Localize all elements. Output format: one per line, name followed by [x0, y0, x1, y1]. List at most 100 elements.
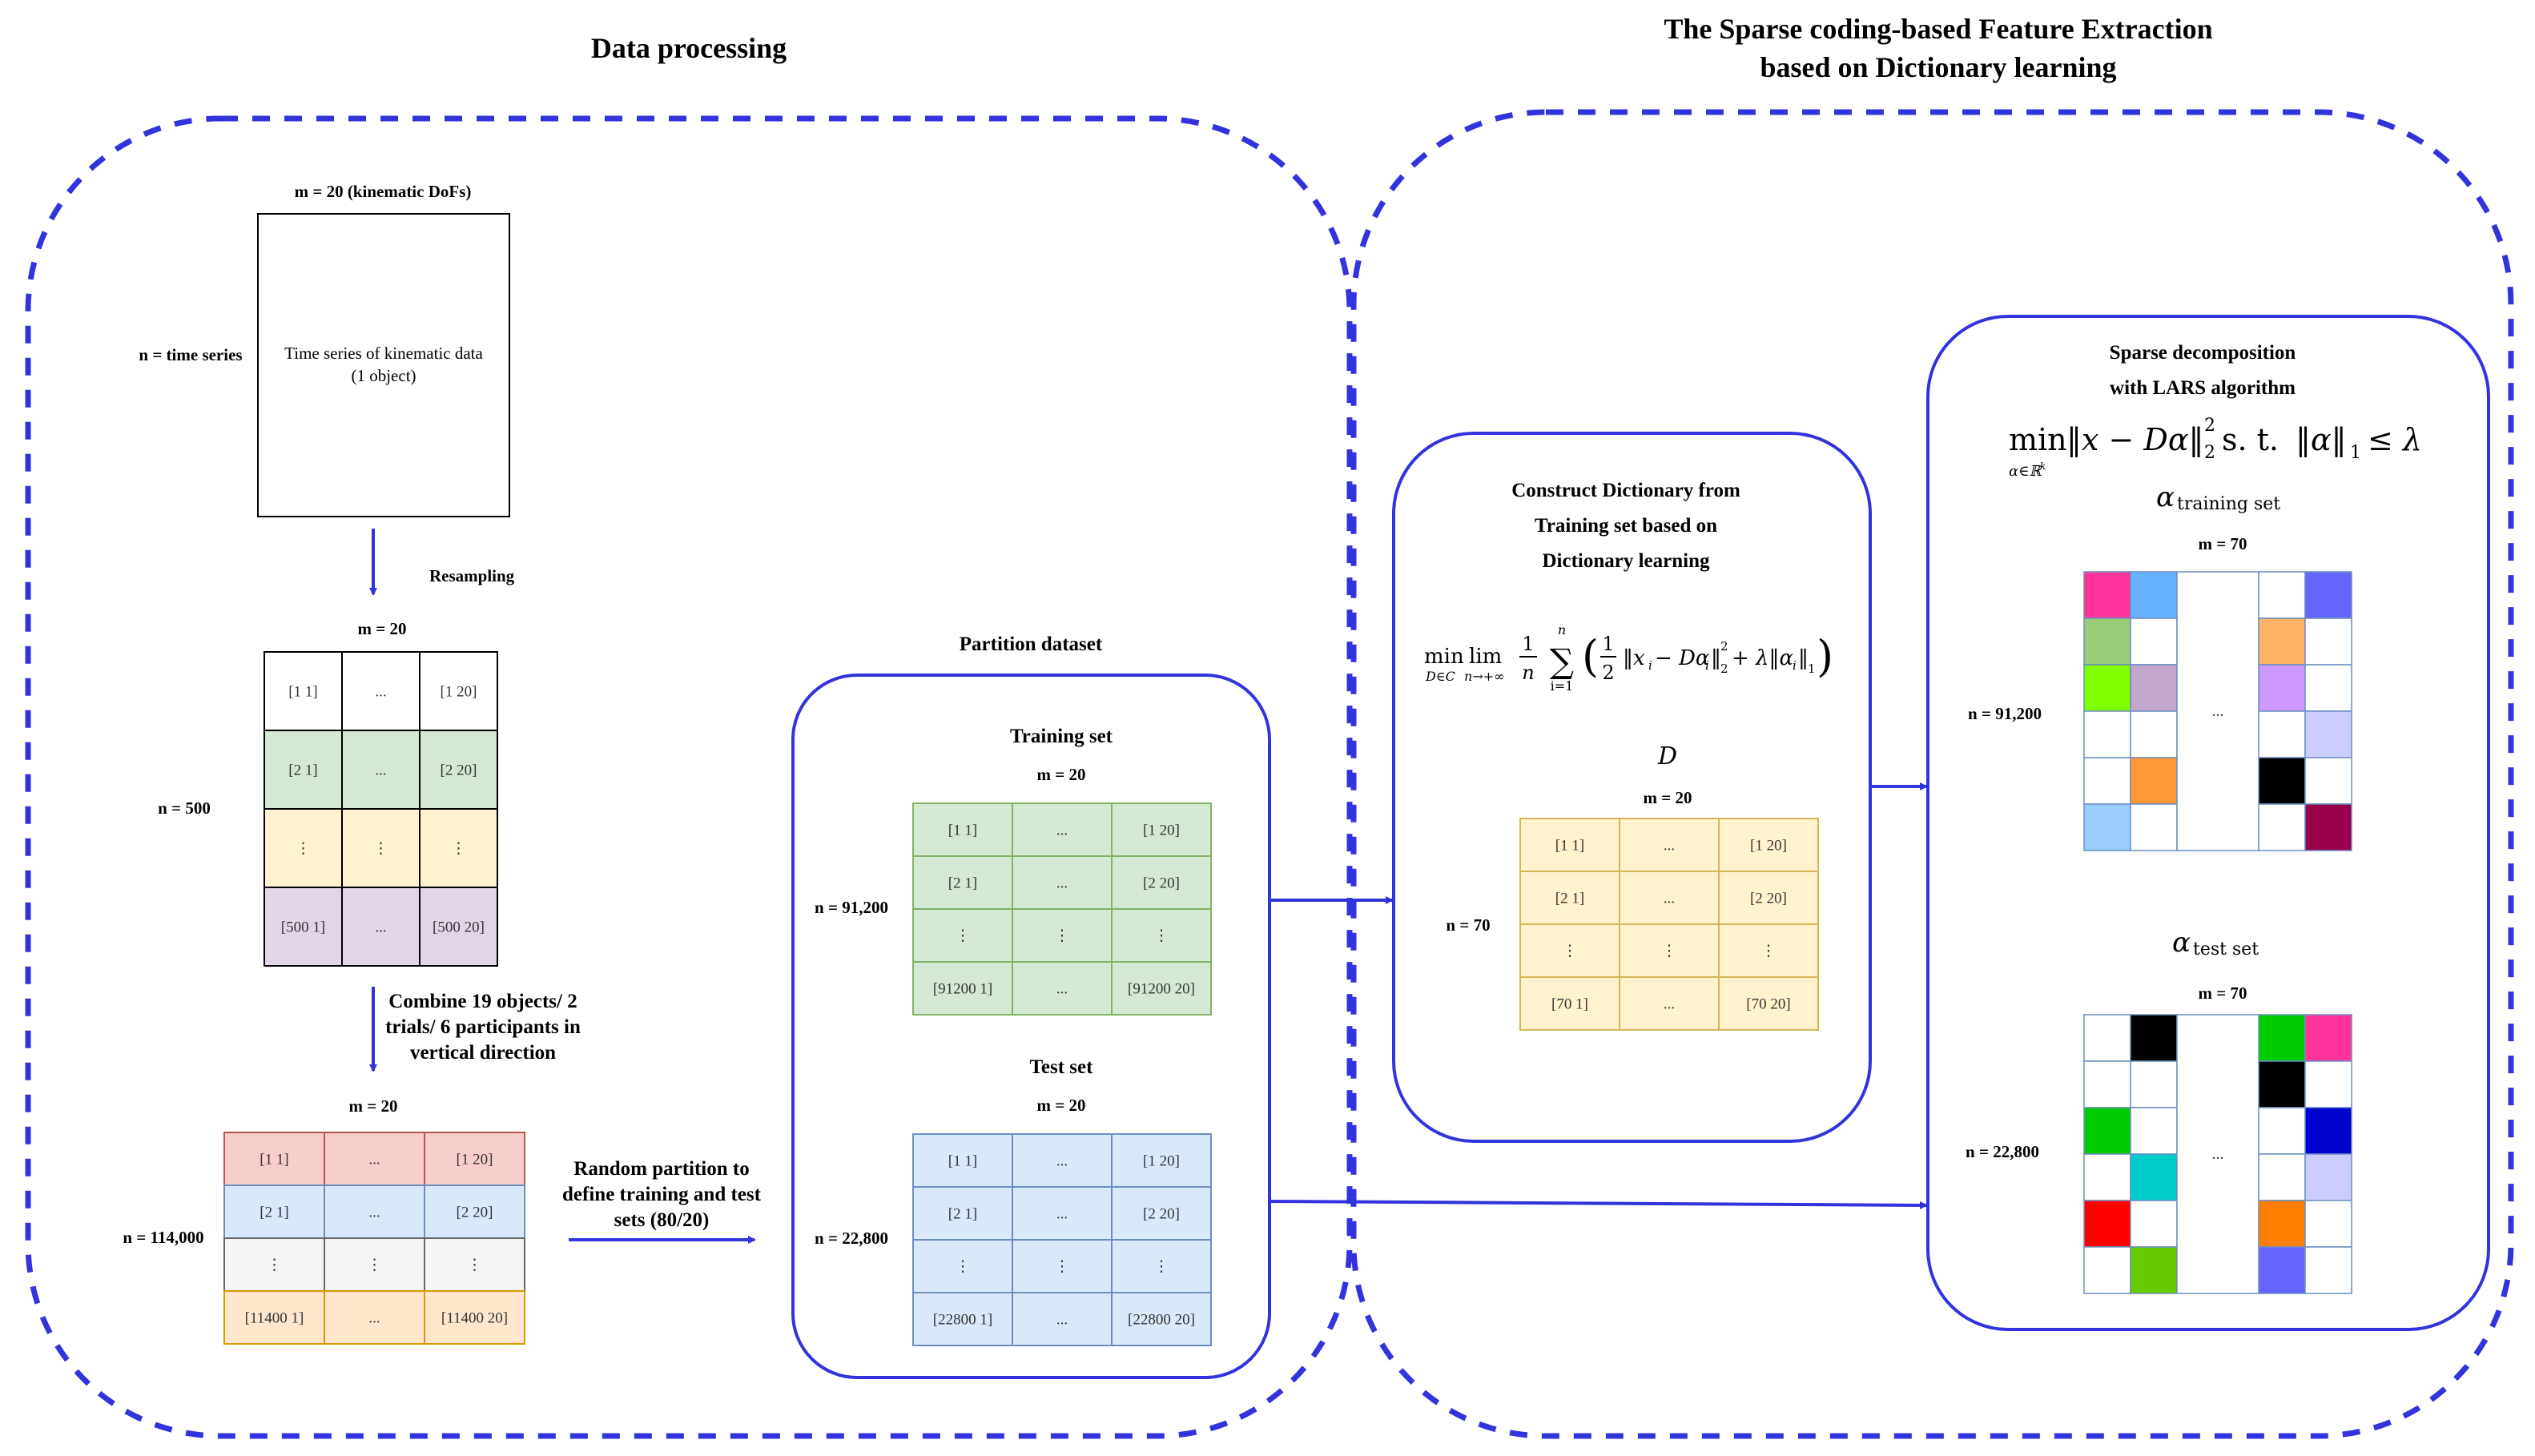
- combined-cell-text: ...: [368, 1310, 380, 1327]
- dictionary-cell-text: ⋮: [1662, 943, 1677, 960]
- resampled-cell: [419, 808, 498, 888]
- alpha-test-cell: [2258, 1060, 2306, 1108]
- svg-text:D∈C: D∈C: [1425, 669, 1455, 684]
- resampled-cell-text: ⋮: [296, 841, 311, 858]
- raw-data-text-line1: Time series of kinematic data: [284, 344, 483, 363]
- svg-text:lim: lim: [1469, 645, 1502, 669]
- svg-text:s. t.: s. t.: [2222, 422, 2279, 457]
- dictionary-title-line3: Dictionary learning: [1542, 550, 1710, 572]
- resampled-n-label: n = 500: [158, 798, 211, 818]
- alpha-training-m-label: m = 70: [2199, 534, 2247, 553]
- alpha-test-cell: [2304, 1014, 2352, 1062]
- svg-text:‖x − Dα‖: ‖x − Dα‖: [2066, 422, 2204, 457]
- dictionary-cell-text: ⋮: [1761, 943, 1777, 960]
- combined-cell-text: ⋮: [367, 1257, 382, 1274]
- training-m-label: m = 20: [1037, 765, 1086, 784]
- raw-data-text-line2: (1 object): [351, 366, 416, 385]
- raw-m-label: m = 20 (kinematic DoFs): [295, 182, 472, 201]
- alpha-test-subscript: test set: [2193, 939, 2259, 959]
- test-cell-text: [22800 20]: [1128, 1312, 1195, 1329]
- title-feature-extraction-line1: The Sparse coding-based Feature Extracti…: [1664, 13, 2212, 45]
- dictionary-learning-equation: min D∈C lim n→+∞ 1 n n ∑ i=1 ( 1 2 ‖x i …: [1424, 622, 1833, 694]
- alpha-training-cell: [2083, 803, 2131, 851]
- alpha-test-cell: [2083, 1060, 2131, 1108]
- alpha-test-cell: [2258, 1107, 2306, 1155]
- combined-cell-text: [1 1]: [260, 1152, 288, 1168]
- training-cell: [1012, 802, 1113, 857]
- raw-n-label: n = time series: [139, 345, 242, 364]
- combined-cell: [424, 1132, 525, 1186]
- resampled-cell-text: [1 20]: [441, 684, 477, 701]
- resampled-cell: [341, 887, 420, 967]
- svg-text:α∈ℝ: α∈ℝ: [2009, 463, 2042, 480]
- alpha-test-symbol: α: [2172, 927, 2191, 959]
- svg-text:1: 1: [1808, 662, 1816, 676]
- combined-cell-text: [2 20]: [457, 1205, 493, 1221]
- svg-text:∑: ∑: [1550, 642, 1574, 681]
- dictionary-cell-text: [70 20]: [1746, 996, 1790, 1013]
- alpha-test-cell: [2304, 1153, 2352, 1201]
- alpha-test-ellipsis: ...: [2212, 1145, 2224, 1163]
- dictionary-cell: [1519, 818, 1620, 872]
- training-set-title: Training set: [1010, 726, 1113, 747]
- dictionary-box: [1392, 432, 1872, 1143]
- training-cell-text: ...: [1056, 823, 1068, 839]
- partition-box: [791, 674, 1271, 1379]
- resampled-cell-text: ...: [375, 762, 386, 779]
- feature-extraction-region: [1350, 109, 2514, 1439]
- alpha-training-cell: [2304, 803, 2352, 851]
- svg-text:min: min: [1424, 645, 1464, 669]
- svg-text:‖α‖: ‖α‖: [2296, 422, 2347, 457]
- svg-text:k: k: [2040, 461, 2046, 472]
- dictionary-cell-text: [70 1]: [1551, 996, 1588, 1013]
- dictionary-cell-text: [1 1]: [1555, 838, 1584, 855]
- dictionary-m-label: m = 20: [1644, 788, 1692, 807]
- dictionary-cell: [1718, 923, 1819, 978]
- dictionary-cell: [1718, 976, 1819, 1031]
- training-cell-text: ...: [1056, 875, 1068, 892]
- svg-text:i=1: i=1: [1551, 678, 1574, 694]
- partition-label-line2: define training and test: [562, 1184, 762, 1205]
- test-cell-text: [1 20]: [1143, 1153, 1180, 1170]
- test-cell: [1012, 1186, 1113, 1241]
- test-cell-text: ...: [1056, 1153, 1068, 1170]
- test-to-sparse-arrow: [1269, 1200, 1928, 1209]
- svg-text:n: n: [1558, 622, 1566, 638]
- alpha-test-cell: [2130, 1060, 2178, 1108]
- title-data-processing: Data processing: [591, 32, 787, 64]
- svg-text:2: 2: [2204, 416, 2215, 436]
- dictionary-cell-text: ...: [1664, 996, 1675, 1013]
- svg-text:− Dα: − Dα: [1655, 646, 1710, 670]
- combined-m-label: m = 20: [349, 1096, 398, 1116]
- alpha-training-matrix: ...: [2083, 571, 2352, 851]
- alpha-training-cell: [2258, 803, 2306, 851]
- dictionary-title-line2: Training set based on: [1535, 515, 1717, 537]
- training-cell-text: ⋮: [1055, 928, 1070, 945]
- svg-text:1: 1: [2350, 443, 2361, 463]
- svg-text:‖: ‖: [1711, 646, 1721, 670]
- alpha-test-cell: [2083, 1014, 2131, 1062]
- resampled-cell: [419, 651, 498, 731]
- combined-cell: [324, 1237, 425, 1292]
- data-processing-region: [25, 115, 1353, 1439]
- test-cell-text: [2 1]: [948, 1206, 977, 1223]
- resampled-table: [1 1]...[1 20][2 1]...[2 20]⋮⋮⋮[500 1]..…: [264, 651, 498, 967]
- svg-text:(: (: [1582, 631, 1599, 682]
- partition-label-line3: sets (80/20): [614, 1209, 710, 1231]
- test-cell-text: ...: [1056, 1206, 1068, 1223]
- combined-cell: [424, 1290, 525, 1345]
- alpha-test-cell: [2258, 1200, 2306, 1248]
- resampled-cell-text: ...: [375, 684, 386, 701]
- dictionary-table: [1 1]...[1 20][2 1]...[2 20]⋮⋮⋮[70 1]...…: [1519, 818, 1819, 1031]
- test-cell: [1012, 1292, 1113, 1346]
- test-cell: [1111, 1186, 1212, 1241]
- dictionary-cell: [1619, 976, 1720, 1031]
- svg-text:2: 2: [1720, 662, 1728, 676]
- raw-data-box: [257, 213, 510, 517]
- sparse-title-line2: with LARS algorithm: [2110, 377, 2296, 399]
- combined-cell: [223, 1237, 325, 1292]
- training-cell: [912, 802, 1013, 857]
- test-cell: [912, 1133, 1013, 1188]
- lars-equation: min α∈ℝ k ‖x − Dα‖ 2 2 s. t. ‖α‖ 1 ≤ λ: [2009, 416, 2422, 480]
